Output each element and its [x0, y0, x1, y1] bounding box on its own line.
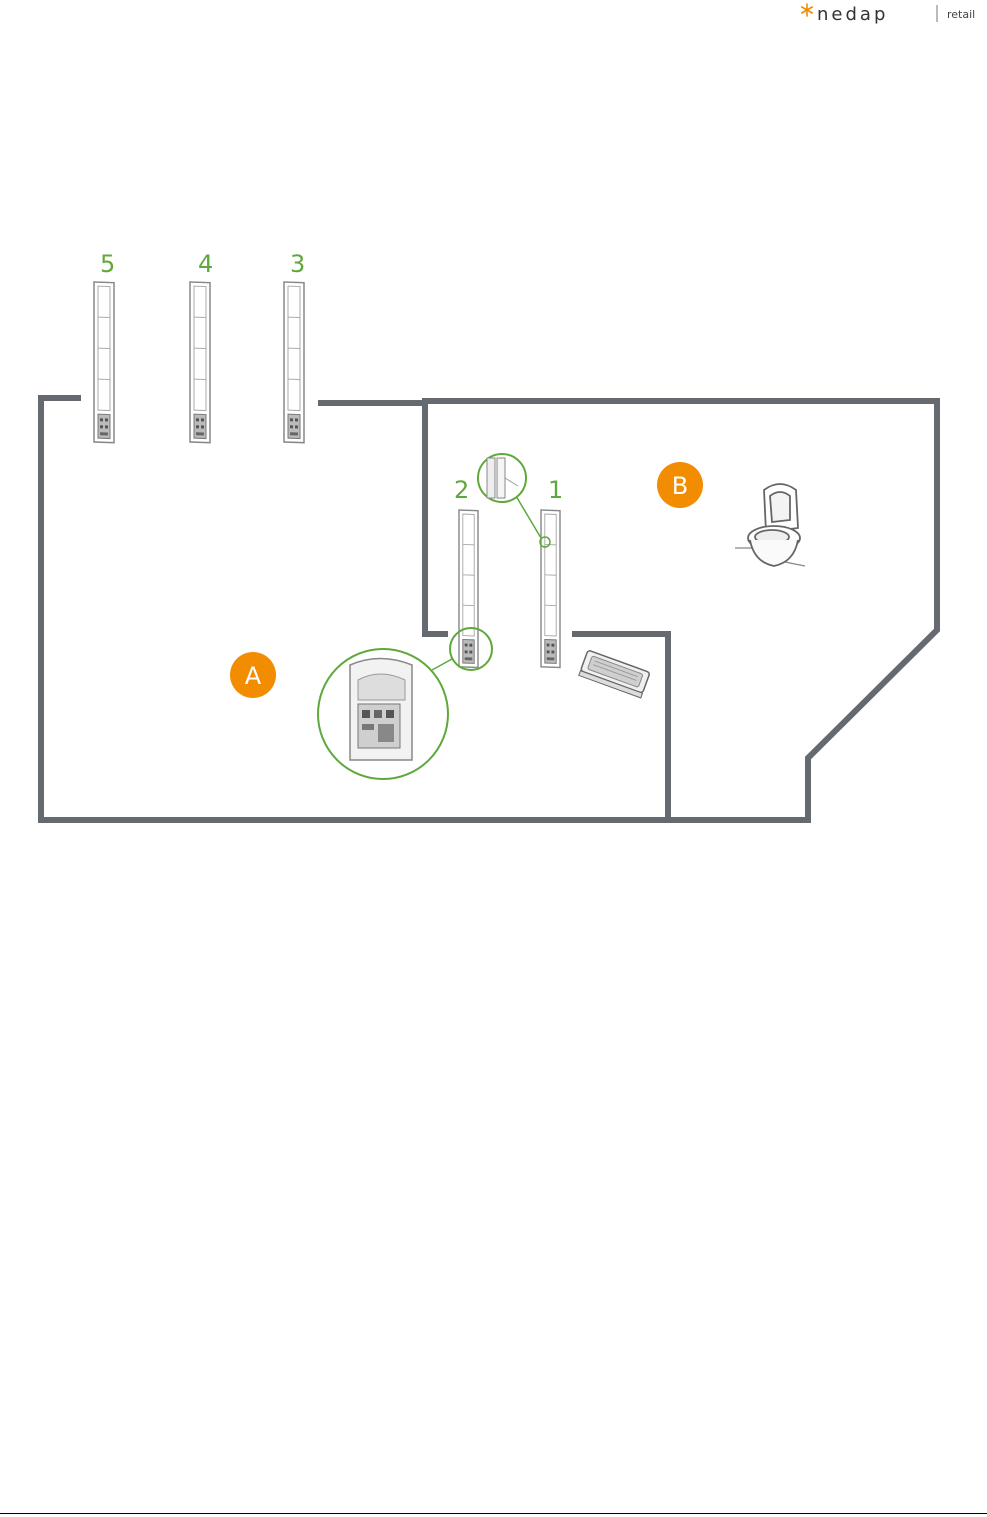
pedestal-3 [284, 282, 304, 443]
star-icon [802, 4, 812, 16]
brand-division: retail [947, 8, 975, 21]
zone-label-a: A [245, 662, 262, 690]
pedestal-label-2: 2 [454, 476, 469, 504]
pedestal-label-4: 4 [198, 250, 213, 278]
pedestal-label-1: 1 [548, 476, 563, 504]
nedap-retail-logo: nedap retail [795, 2, 985, 24]
pedestal-5 [94, 282, 114, 443]
pedestal-label-3: 3 [290, 250, 305, 278]
controller-box [579, 650, 650, 698]
toilet-icon [735, 484, 805, 566]
zone-label-b: B [672, 472, 688, 500]
pedestal-4 [190, 282, 210, 443]
brand-wordmark: nedap [817, 4, 888, 24]
zone-marker-a: A [230, 652, 276, 698]
page-bottom-rule [0, 1513, 987, 1514]
detail-callout-top [478, 454, 550, 547]
pedestal-1 [541, 510, 560, 667]
floor-plan-diagram: 5 4 3 2 1 [0, 240, 987, 840]
zone-marker-b: B [657, 462, 703, 508]
pedestal-2 [459, 510, 478, 667]
pedestal-label-5: 5 [100, 250, 115, 278]
